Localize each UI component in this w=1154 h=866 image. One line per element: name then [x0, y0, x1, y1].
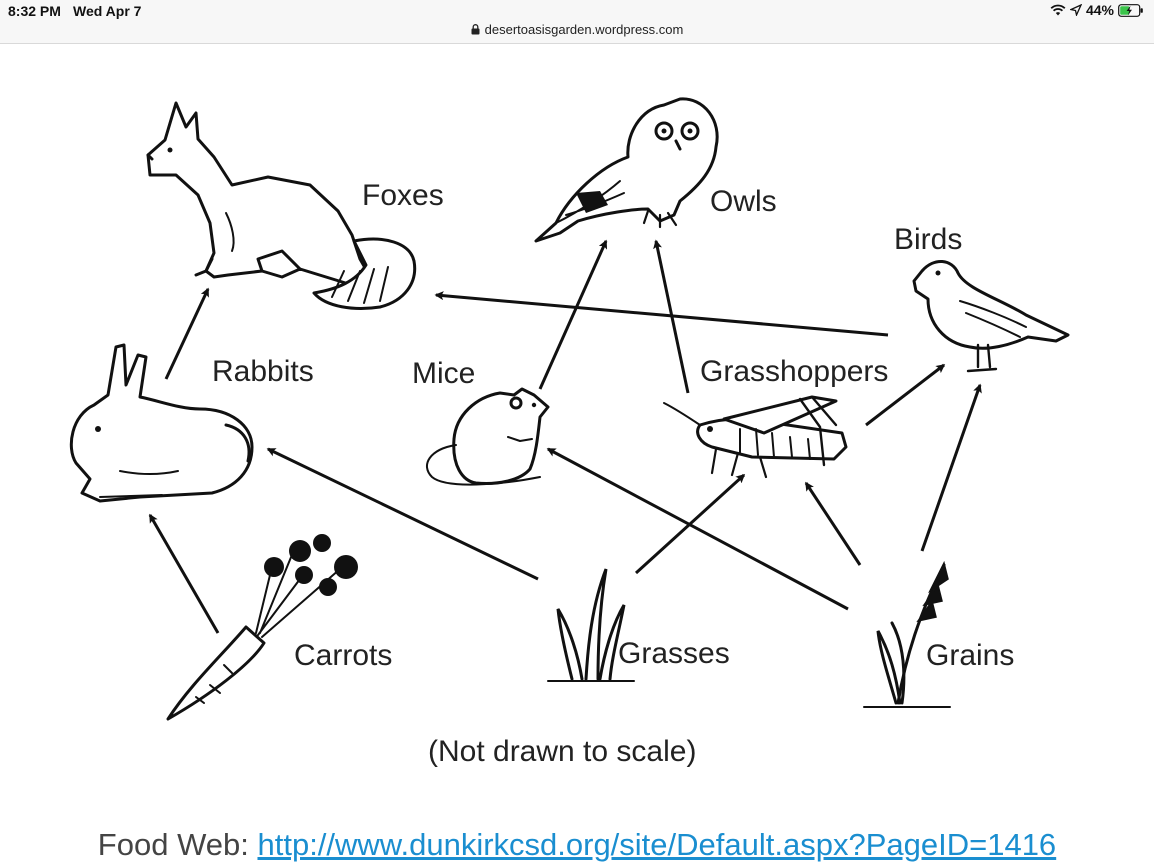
status-bar: 8:32 PM Wed Apr 7 44% desertoasisgarden.…	[0, 0, 1154, 44]
status-indicators: 44%	[1050, 2, 1144, 18]
arrow-birds-to-foxes	[434, 291, 889, 337]
arrow-carrots-to-rabbits	[148, 513, 220, 634]
location-icon	[1069, 4, 1082, 16]
label-carrots: Carrots	[294, 639, 393, 672]
arrow-grasses-to-rabbits	[266, 447, 539, 581]
label-mice: Mice	[412, 357, 476, 390]
bird-illustration	[912, 260, 1070, 373]
address-bar[interactable]: desertoasisgarden.wordpress.com	[0, 22, 1154, 38]
carrot-illustration	[166, 534, 358, 721]
label-grasses: Grasses	[618, 637, 730, 670]
wifi-icon	[1050, 4, 1066, 16]
label-foxes: Foxes	[362, 179, 444, 212]
battery-charging-icon	[1118, 3, 1144, 17]
rabbit-illustration	[69, 343, 254, 503]
arrow-grasses-to-mice	[546, 447, 849, 611]
lock-icon	[471, 23, 480, 38]
label-grasshoppers: Grasshoppers	[700, 355, 889, 388]
label-owls: Owls	[710, 185, 777, 218]
arrow-mice-to-owls	[538, 239, 608, 390]
food-web-diagram	[69, 97, 1070, 721]
mouse-illustration	[426, 387, 550, 486]
url-text: desertoasisgarden.wordpress.com	[484, 22, 684, 37]
arrow-grasses-to-grasshoppers	[634, 473, 746, 575]
status-date: Wed Apr 7	[73, 3, 142, 19]
arrow-grains-to-grasshoppers	[804, 481, 862, 566]
grass-illustration	[547, 568, 635, 682]
status-time: 8:32 PM	[8, 3, 61, 19]
page-content: Foxes Owls Birds Rabbits Mice Grasshoppe…	[0, 45, 1154, 866]
image-caption: Food Web: http://www.dunkirkcsd.org/site…	[0, 827, 1154, 863]
food-web-arrows	[148, 239, 982, 634]
label-birds: Birds	[894, 223, 963, 256]
source-link[interactable]: http://www.dunkirkcsd.org/site/Default.a…	[257, 827, 1057, 862]
owl-illustration	[534, 97, 719, 243]
arrow-rabbits-to-foxes	[164, 287, 210, 380]
label-grains: Grains	[926, 639, 1015, 672]
fox-illustration	[146, 101, 417, 310]
label-rabbits: Rabbits	[212, 355, 314, 388]
battery-percent: 44%	[1085, 2, 1114, 18]
grain-illustration	[863, 560, 951, 708]
not-to-scale-note: (Not drawn to scale)	[428, 735, 697, 768]
arrow-grains-to-birds	[920, 383, 982, 552]
grasshopper-illustration	[663, 395, 848, 479]
arrow-grasshoppers-to-birds	[865, 363, 946, 427]
caption-prefix: Food Web:	[97, 827, 258, 862]
